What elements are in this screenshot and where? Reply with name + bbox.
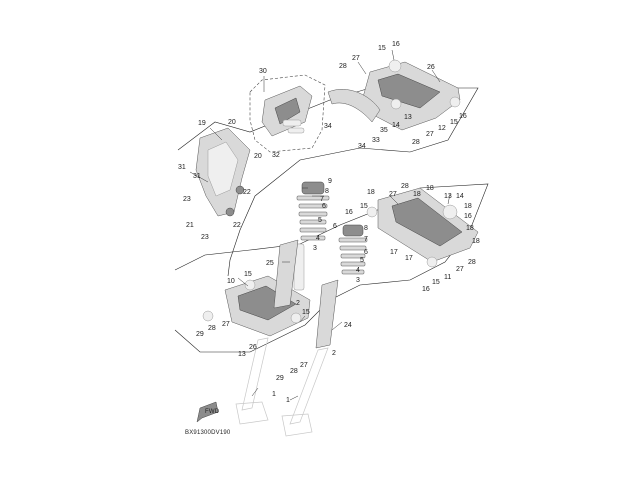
callout-12: 12 bbox=[438, 125, 446, 132]
callout-1b: 1 bbox=[286, 397, 290, 404]
left-bracket bbox=[195, 127, 251, 217]
callout-21: 21 bbox=[186, 222, 194, 229]
callout-15f: 15 bbox=[302, 309, 310, 316]
callout-11: 11 bbox=[444, 274, 451, 281]
callout-15: 15 bbox=[378, 45, 386, 52]
callout-28b: 28 bbox=[412, 139, 420, 146]
upper-frame-line bbox=[177, 87, 479, 277]
svg-text:FWD: FWD bbox=[205, 409, 220, 415]
callout-20b: 20 bbox=[254, 153, 262, 160]
callout-5: 5 bbox=[318, 217, 322, 224]
callout-32: 32 bbox=[272, 152, 280, 159]
callout-26b: 26 bbox=[249, 344, 257, 351]
sub-assembly-dashed-box bbox=[249, 74, 326, 153]
callout-23: 23 bbox=[183, 196, 191, 203]
callout-18f: 18 bbox=[472, 238, 480, 245]
callout-18c: 18 bbox=[426, 185, 434, 192]
callout-labels: 30 27 28 15 16 26 19 20 20 32 34 35 33 3… bbox=[178, 41, 480, 404]
callout-19: 19 bbox=[198, 120, 206, 127]
callout-9: 9 bbox=[328, 178, 332, 185]
callout-31: 31 bbox=[178, 164, 186, 171]
callout-5b: 5 bbox=[360, 257, 364, 264]
callout-31b: 31 bbox=[193, 173, 201, 180]
callout-28d: 28 bbox=[468, 259, 476, 266]
callout-27c: 27 bbox=[389, 191, 397, 198]
callout-15d: 15 bbox=[432, 279, 440, 286]
callout-18d: 18 bbox=[464, 203, 472, 210]
callout-28: 28 bbox=[339, 63, 347, 70]
callout-34b: 34 bbox=[358, 143, 366, 150]
callout-18b: 18 bbox=[413, 191, 421, 198]
callout-18e: 18 bbox=[466, 225, 474, 232]
callout-16d: 16 bbox=[464, 213, 472, 220]
stem-stack-center bbox=[293, 181, 330, 291]
callout-33: 33 bbox=[372, 137, 380, 144]
callout-16b: 16 bbox=[459, 113, 467, 120]
damper-assembly bbox=[261, 85, 313, 137]
callout-16: 16 bbox=[392, 41, 400, 48]
callout-17: 17 bbox=[390, 249, 398, 256]
callout-27e: 27 bbox=[222, 321, 230, 328]
callout-28c: 28 bbox=[401, 183, 409, 190]
callout-24: 24 bbox=[344, 322, 352, 329]
callout-7: 7 bbox=[320, 196, 324, 203]
callout-2b: 2 bbox=[332, 350, 336, 357]
callout-27b: 27 bbox=[426, 131, 434, 138]
callout-6c: 6 bbox=[364, 249, 368, 256]
steering-stem-right bbox=[315, 279, 339, 349]
callout-7b: 7 bbox=[364, 236, 368, 243]
callout-16c: 16 bbox=[345, 209, 353, 216]
callout-13b: 13 bbox=[444, 193, 452, 200]
callout-28e: 28 bbox=[208, 325, 216, 332]
callout-34: 34 bbox=[324, 123, 332, 130]
callout-20: 20 bbox=[228, 119, 236, 126]
callout-14: 14 bbox=[392, 122, 400, 129]
callout-27d: 27 bbox=[456, 266, 464, 273]
callout-28f: 28 bbox=[290, 368, 298, 375]
callout-4b: 4 bbox=[356, 267, 360, 274]
callout-3: 3 bbox=[313, 245, 317, 252]
stem-stack-right bbox=[338, 224, 368, 275]
leader-lines bbox=[189, 49, 451, 401]
callout-13: 13 bbox=[404, 114, 412, 121]
callout-22b: 22 bbox=[233, 222, 241, 229]
callout-30: 30 bbox=[259, 68, 267, 75]
callout-14b: 14 bbox=[456, 193, 464, 200]
callout-15e: 15 bbox=[244, 271, 252, 278]
callout-6: 6 bbox=[322, 203, 326, 210]
callout-15b: 15 bbox=[450, 119, 458, 126]
callout-10: 10 bbox=[227, 278, 235, 285]
callout-4: 4 bbox=[316, 235, 320, 242]
callout-6b: 6 bbox=[333, 223, 337, 230]
fork-tubes-ghost bbox=[235, 337, 329, 437]
callout-8: 8 bbox=[325, 188, 329, 195]
callout-22: 22 bbox=[243, 189, 251, 196]
callout-29: 29 bbox=[196, 331, 204, 338]
steering-stem-left bbox=[273, 239, 299, 309]
callout-2: 2 bbox=[296, 300, 300, 307]
callout-23b: 23 bbox=[201, 234, 209, 241]
callout-26: 26 bbox=[427, 64, 435, 71]
callout-17b: 17 bbox=[405, 255, 413, 262]
callout-25: 25 bbox=[266, 260, 274, 267]
callout-18: 18 bbox=[367, 189, 375, 196]
callout-16e: 16 bbox=[422, 286, 430, 293]
upper-bracket-right bbox=[327, 59, 461, 131]
callout-8b: 8 bbox=[364, 225, 368, 232]
callout-15c: 15 bbox=[360, 203, 368, 210]
callout-13c: 13 bbox=[238, 351, 246, 358]
lower-bracket-right bbox=[366, 187, 479, 268]
callout-3b: 3 bbox=[356, 277, 360, 284]
callout-29b: 29 bbox=[276, 375, 284, 382]
callout-35: 35 bbox=[380, 127, 388, 134]
callout-27: 27 bbox=[352, 55, 360, 62]
front-arrow-icon: FWD bbox=[196, 401, 220, 423]
callout-1: 1 bbox=[272, 391, 276, 398]
diagram-code: BX91300DV190 bbox=[185, 430, 231, 436]
callout-27f: 27 bbox=[300, 362, 308, 369]
